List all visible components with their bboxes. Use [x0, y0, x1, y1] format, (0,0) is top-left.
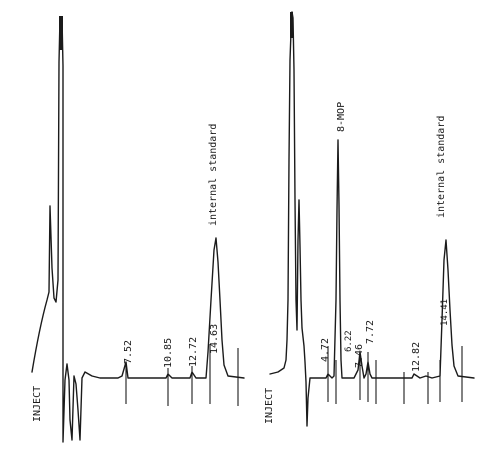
- peak-label-12-82: 12.82: [411, 342, 422, 372]
- inject-label-left: INJECT: [32, 386, 43, 422]
- peak-label-7-46: 7.46: [354, 344, 365, 368]
- signal-trace-right: [269, 11, 475, 427]
- internal-standard-label-right: internal standard: [436, 116, 447, 218]
- peak-label-10-85: 10.85: [163, 338, 174, 368]
- peak-label-4-72: 4.72: [320, 338, 331, 362]
- peak-label-6-22: 6.22: [344, 330, 354, 352]
- 8-mop-label: 8-MOP: [336, 102, 347, 132]
- solvent-peak-top-right: [290, 12, 293, 38]
- peak-label-12-72: 12.72: [188, 337, 199, 367]
- internal-standard-label-left: internal standard: [208, 124, 219, 226]
- peak-label-14-63: 14.63: [209, 324, 220, 354]
- solvent-peak-top-left: [59, 16, 63, 50]
- inject-label-right: INJECT: [264, 388, 275, 424]
- chromatogram-right: 4.72 6.22 7.46 7.72 12.82 14.41 8-MOP in…: [264, 11, 475, 427]
- chromatogram-left: 7.52 10.85 12.72 14.63 internal standard…: [31, 16, 245, 443]
- peak-label-14-41: 14.41: [440, 299, 450, 326]
- peak-label-7-72: 7.72: [365, 320, 376, 344]
- peak-label-7-52: 7.52: [123, 340, 134, 364]
- signal-trace-left: [31, 17, 245, 443]
